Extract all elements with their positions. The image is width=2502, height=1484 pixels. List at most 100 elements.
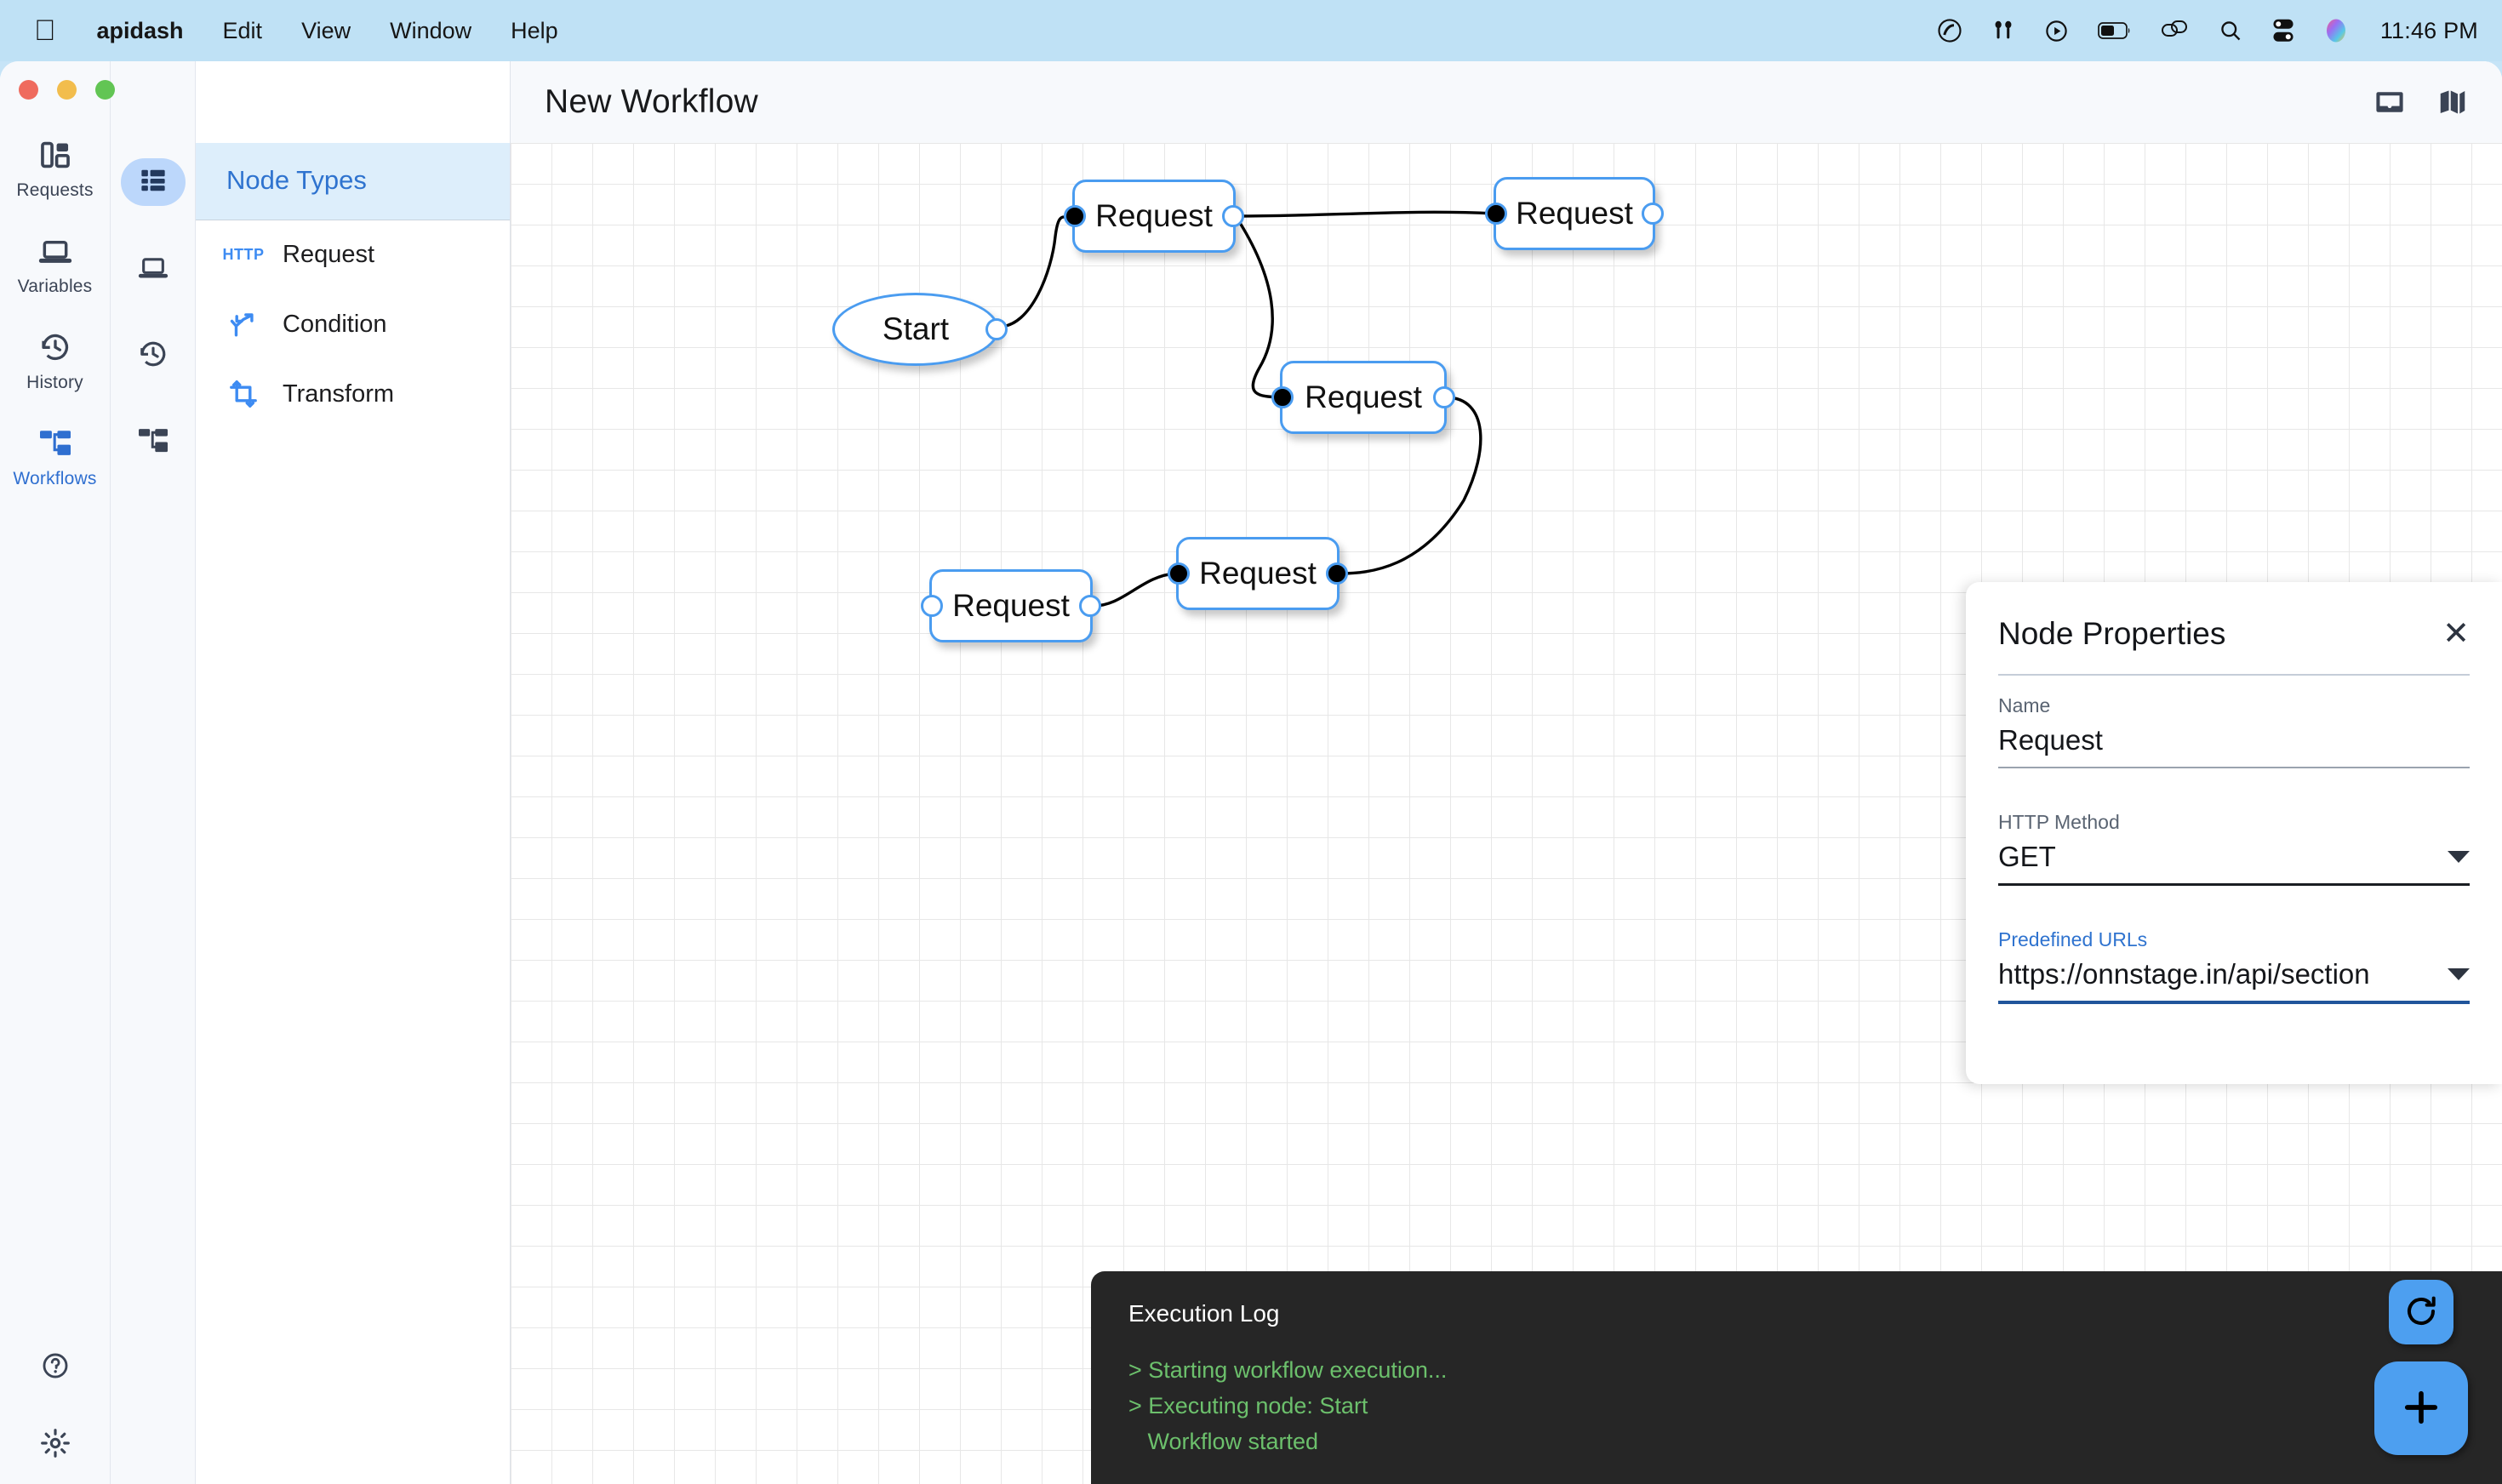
secondary-icon-column	[111, 61, 196, 1484]
minimize-button[interactable]	[57, 80, 77, 100]
execution-log-panel: Execution Log > Starting workflow execut…	[1091, 1271, 2502, 1484]
sidebar-item-history[interactable]: History	[0, 328, 110, 393]
execution-log-title: Execution Log	[1128, 1300, 1280, 1327]
log-line: > Starting workflow execution...	[1128, 1357, 1448, 1383]
history-icon	[138, 339, 169, 374]
node-types-panel: Node Types HTTP Request Condition Transf…	[196, 61, 511, 1484]
node-type-transform[interactable]: Transform	[196, 359, 510, 429]
divider	[1998, 674, 2470, 676]
sidebar-label-history: History	[26, 373, 83, 392]
node-label: Request	[952, 588, 1070, 623]
output-port[interactable]	[985, 318, 1008, 340]
icon-button-workflows[interactable]	[121, 419, 186, 466]
input-port[interactable]	[921, 595, 943, 617]
sidebar-item-variables[interactable]: Variables	[0, 231, 110, 297]
sidebar-label-requests: Requests	[16, 180, 94, 200]
toggles-icon[interactable]	[2271, 18, 2295, 43]
node-properties-panel: Node Properties ✕ Name Request HTTP Meth…	[1966, 582, 2502, 1084]
node-properties-title: Node Properties	[1998, 616, 2226, 651]
workflow-titlebar: New Workflow	[511, 61, 2502, 143]
siri-icon[interactable]	[2324, 17, 2348, 44]
apple-logo-icon[interactable]: 	[34, 16, 56, 45]
close-button[interactable]	[19, 80, 38, 100]
node-label: Request	[1199, 556, 1317, 591]
edge-req1-req3	[1234, 215, 1281, 399]
workflow-node-request-3[interactable]: Request	[1271, 361, 1455, 434]
page-title: New Workflow	[545, 83, 758, 120]
add-node-button[interactable]	[2374, 1361, 2468, 1455]
edge-req3-req4	[1339, 396, 1482, 575]
map-icon[interactable]	[2437, 87, 2468, 117]
input-port[interactable]	[1168, 562, 1190, 585]
app-window: Requests Variables History	[0, 61, 2502, 1484]
chevron-down-icon	[2448, 851, 2470, 863]
play-circle-icon[interactable]	[2044, 19, 2069, 43]
name-input[interactable]: Request	[1998, 724, 2470, 768]
predefined-urls-value: https://onnstage.in/api/section	[1998, 958, 2370, 990]
icon-button-list[interactable]	[120, 158, 186, 206]
output-port[interactable]	[1642, 203, 1664, 225]
output-port[interactable]	[1326, 562, 1348, 585]
workflow-icon	[137, 426, 169, 459]
close-icon[interactable]: ✕	[2442, 616, 2470, 652]
icon-button-history[interactable]	[121, 332, 186, 380]
menu-item-help[interactable]: Help	[488, 17, 558, 43]
refresh-icon	[2403, 1293, 2439, 1332]
workflow-node-start[interactable]: Start	[832, 293, 1008, 366]
maximize-button[interactable]	[95, 80, 115, 100]
menu-item-view[interactable]: View	[279, 17, 351, 43]
input-port[interactable]	[1485, 203, 1507, 225]
workflow-icon	[38, 424, 72, 463]
console-panel-icon[interactable]	[2374, 87, 2405, 117]
battery-icon[interactable]	[2097, 21, 2132, 40]
crop-icon	[226, 380, 260, 408]
workflow-node-request-1[interactable]: Request	[1064, 180, 1244, 253]
node-type-request[interactable]: HTTP Request	[196, 220, 510, 289]
airpods-icon[interactable]	[1991, 18, 2015, 43]
node-type-condition[interactable]: Condition	[196, 289, 510, 359]
node-label: Request	[1095, 198, 1213, 233]
menu-item-window[interactable]: Window	[368, 17, 471, 43]
node-type-label: Request	[283, 241, 375, 268]
edge-start-req1	[998, 214, 1073, 328]
creative-cloud-icon[interactable]	[1937, 18, 1962, 43]
laptop-icon	[38, 231, 72, 271]
input-port[interactable]	[1271, 386, 1294, 408]
workflow-node-request-5[interactable]: Request	[921, 569, 1101, 642]
log-line: > Executing node: Start	[1128, 1392, 1368, 1418]
output-port[interactable]	[1433, 386, 1455, 408]
rail-bottom-actions	[0, 1351, 110, 1458]
output-port[interactable]	[1079, 595, 1101, 617]
node-label: Start	[882, 311, 950, 346]
node-label: Request	[1305, 380, 1422, 414]
help-circle-icon[interactable]	[41, 1351, 70, 1380]
list-icon	[139, 168, 168, 197]
output-port[interactable]	[1222, 205, 1244, 227]
workflow-edges	[998, 210, 1494, 608]
workflow-node-request-4[interactable]: Request	[1168, 537, 1348, 610]
http-icon: HTTP	[222, 246, 265, 263]
menu-bar-clock: 11:46 PM	[2379, 17, 2478, 43]
input-port[interactable]	[1064, 205, 1086, 227]
history-icon	[39, 328, 71, 367]
sidebar-item-requests[interactable]: Requests	[0, 135, 110, 201]
window-traffic-lights	[19, 80, 115, 100]
laptop-icon	[137, 253, 169, 286]
menu-item-apidash[interactable]: apidash	[75, 17, 184, 43]
sidebar-item-workflows[interactable]: Workflows	[0, 424, 110, 489]
log-line: Workflow started	[1128, 1428, 1319, 1454]
http-method-select[interactable]: GET	[1998, 841, 2470, 886]
workflow-node-request-2[interactable]: Request	[1485, 177, 1664, 250]
icon-button-variables[interactable]	[121, 245, 186, 293]
field-label-predefined-urls: Predefined URLs	[1998, 928, 2148, 950]
predefined-urls-select[interactable]: https://onnstage.in/api/section	[1998, 958, 2470, 1004]
menu-item-edit[interactable]: Edit	[201, 17, 263, 43]
search-icon[interactable]	[2219, 19, 2242, 43]
field-predefined-urls: Predefined URLs https://onnstage.in/api/…	[1998, 928, 2470, 1004]
refresh-button[interactable]	[2389, 1280, 2453, 1344]
macos-menu-bar:  apidash Edit View Window Help	[0, 0, 2502, 61]
edge-req1-req2	[1235, 210, 1494, 218]
control-center-icon[interactable]	[2161, 19, 2190, 43]
settings-gear-icon[interactable]	[40, 1428, 71, 1458]
floating-action-buttons	[2374, 1280, 2468, 1455]
